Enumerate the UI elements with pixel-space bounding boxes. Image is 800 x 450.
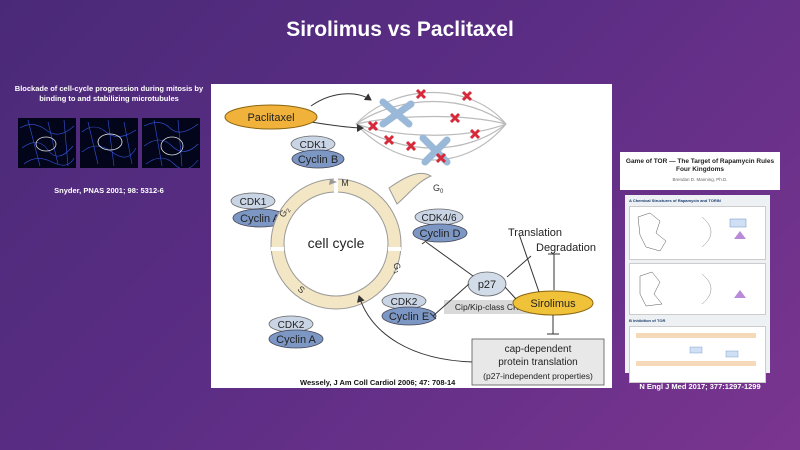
degradation-label: Degradation: [536, 242, 596, 254]
torin-structure: [629, 263, 766, 315]
phase-m: M: [341, 178, 349, 188]
left-caption: Blockade of cell-cycle progression durin…: [14, 84, 204, 104]
slide-title: Sirolimus vs Paclitaxel: [286, 18, 514, 41]
phase-g1: G1: [389, 261, 404, 275]
cdk1-left-label: CDK1: [240, 197, 267, 208]
article-title-line1: Game of TOR — The Target of Rapamycin Ru…: [625, 158, 775, 165]
phase-s: S: [296, 284, 307, 296]
pathway-arrows: [356, 233, 560, 363]
cell-cycle-diagram: Paclitaxel CDK1 Cyclin B CDK1 Cyclin A c…: [211, 84, 612, 388]
paclitaxel-label: Paclitaxel: [247, 112, 294, 124]
cyclin-a-bottom-badge: [268, 329, 324, 349]
cell-cycle-label: cell cycle: [308, 235, 365, 251]
figure-panel-a-title: A Chemical Structures of Rapamycin and T…: [629, 198, 721, 203]
cell-cycle-ring: [270, 172, 433, 310]
cki-label: Cip/Kip-class CKI: [455, 302, 521, 312]
cap-dependent-box: [471, 338, 605, 386]
cyclin-e-badge: [381, 306, 437, 326]
cyclin-d-label: Cyclin D: [420, 228, 461, 240]
right-citation: N Engl J Med 2017; 377:1297-1299: [639, 382, 761, 391]
cdk2-bottom-label: CDK2: [278, 320, 305, 331]
cdk46-label: CDK4/6: [421, 213, 456, 224]
cyclin-a-top-label: Cyclin A: [240, 213, 280, 225]
cyclin-b-badge: [291, 149, 345, 169]
tor-inhibition-panel: [629, 326, 766, 383]
paclitaxel-badge: [224, 104, 318, 130]
p27-badge: [467, 271, 507, 297]
article-header: Game of TOR — The Target of Rapamycin Ru…: [620, 152, 780, 190]
x-marks: [367, 88, 481, 164]
microscopy-image-1: [18, 118, 76, 168]
cap-line3: (p27-independent properties): [483, 371, 593, 381]
cyclin-b-label: Cyclin B: [298, 154, 338, 166]
cdk1-top-label: CDK1: [300, 140, 327, 151]
translation-label: Translation: [508, 227, 562, 239]
left-citation: Snyder, PNAS 2001; 98: 5312-6: [54, 186, 164, 195]
figure-panel-b-title: B Inhibition of TOR: [629, 318, 666, 323]
article-title-line2: Four Kingdoms: [675, 166, 725, 174]
phase-g2: G2: [277, 204, 293, 220]
cki-box: [444, 300, 532, 314]
article-figure: A Chemical Structures of Rapamycin and T…: [625, 195, 770, 383]
microscopy-image-2: [80, 118, 138, 168]
mitotic-spindle: [355, 91, 507, 166]
cap-line2: protein translation: [498, 357, 578, 368]
rapamycin-structure: [629, 206, 766, 260]
article-author: Brendan D. Manning, Ph.D.: [672, 176, 728, 182]
cyclin-d-badge: [412, 223, 468, 243]
cap-line1: cap-dependent: [505, 344, 572, 355]
phase-g0: G0: [433, 183, 444, 195]
cyclin-e-label: Cyclin E: [389, 311, 429, 323]
sirolimus-label: Sirolimus: [530, 298, 576, 310]
cdk2-mid-label: CDK2: [391, 297, 418, 308]
p27-label: p27: [478, 279, 496, 291]
microscopy-image-3: [142, 118, 200, 168]
center-citation: Wessely, J Am Coll Cardiol 2006; 47: 708…: [300, 378, 456, 387]
cyclin-a-bottom-label: Cyclin A: [276, 334, 316, 346]
